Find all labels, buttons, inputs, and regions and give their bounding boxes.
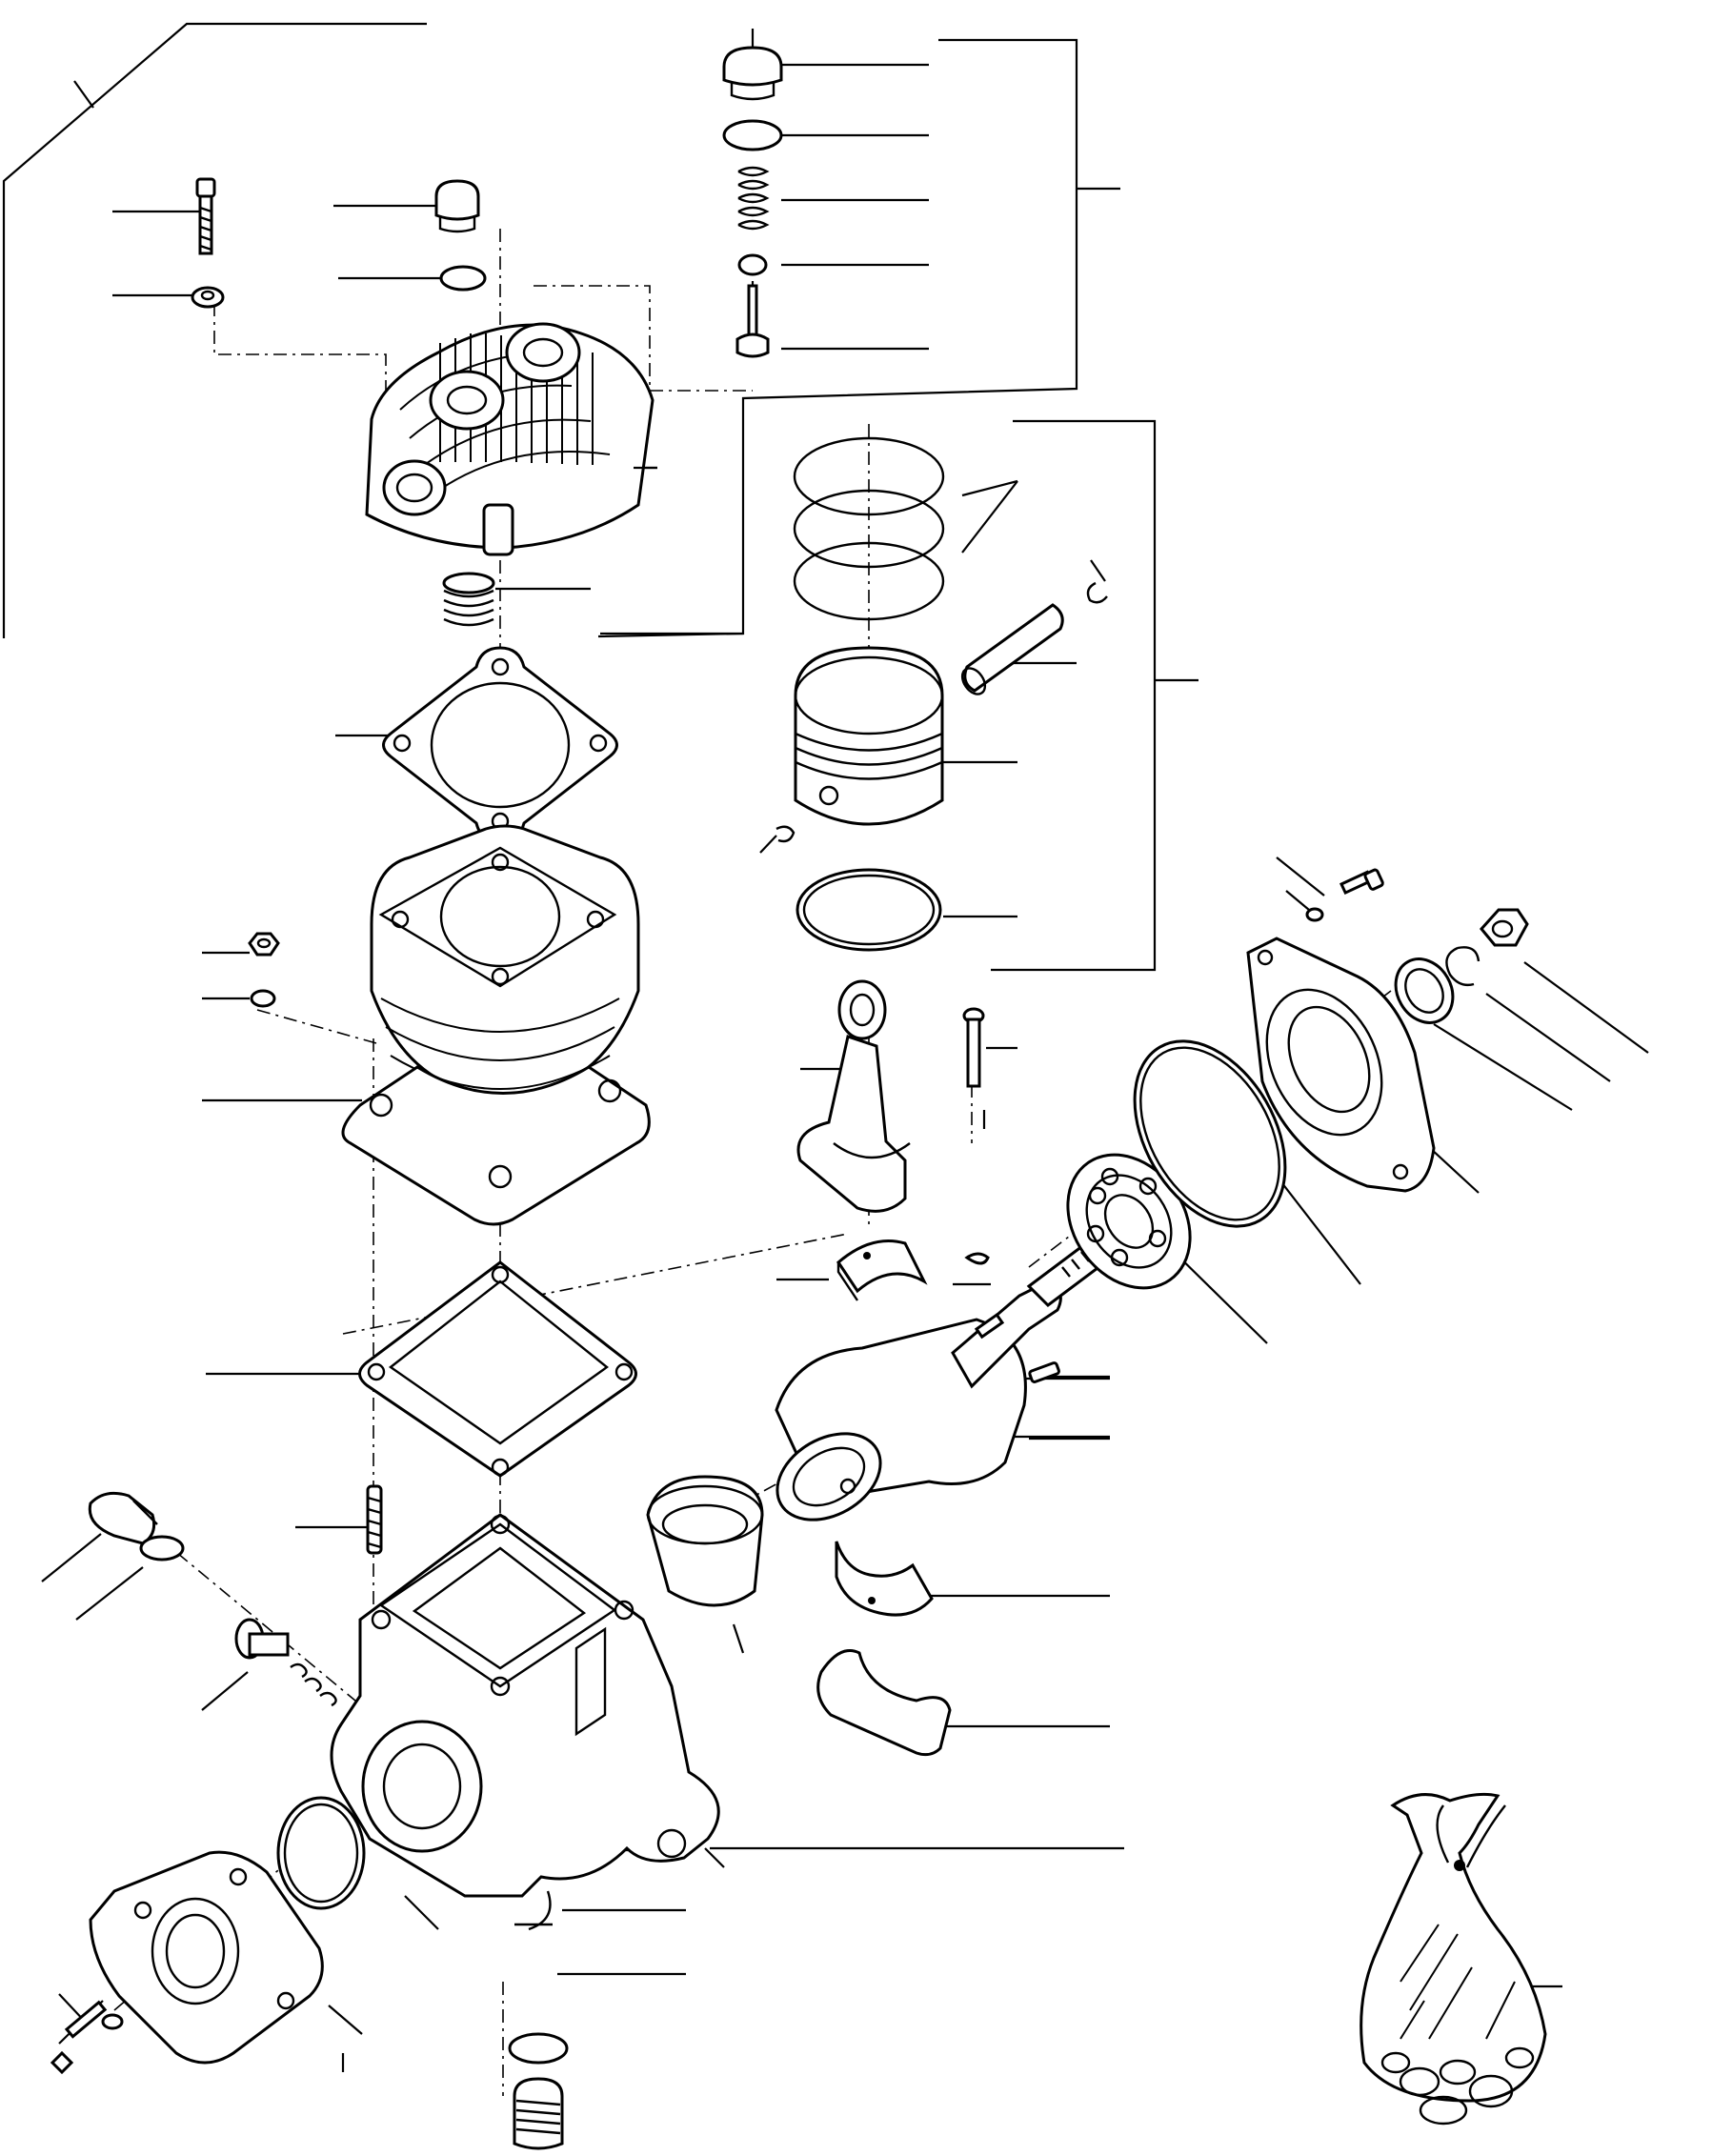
valve-assembly-bracket	[597, 38, 1120, 638]
rod-cap	[816, 1649, 952, 1757]
shaft-nut	[1480, 908, 1529, 947]
rear-cover	[89, 1850, 324, 2065]
side-plug	[88, 1491, 158, 1545]
cylinder	[341, 824, 651, 1226]
oil-seal	[1394, 957, 1455, 1024]
head-plug-gasket	[439, 265, 487, 292]
valve-seat	[737, 253, 768, 276]
valve	[735, 284, 770, 358]
cylinder-head	[365, 322, 657, 556]
connecting-rod	[796, 979, 911, 1213]
ball-bearing	[1066, 1153, 1192, 1290]
piston	[794, 646, 944, 826]
wrist-pin	[960, 603, 1064, 695]
side-plug-seal	[139, 1535, 185, 1562]
valve-cap	[722, 46, 783, 101]
banjo-fitting	[234, 1618, 337, 1707]
drain-plug-seal	[508, 2032, 569, 2065]
crankcase	[330, 1513, 720, 1931]
rear-o-ring	[276, 1796, 366, 1910]
front-o-ring	[1133, 1039, 1287, 1228]
rod-bearing-upper	[836, 1239, 928, 1301]
top-assembly-bracket	[2, 22, 427, 638]
stud	[366, 1484, 383, 1555]
valve-spring	[737, 166, 770, 231]
rod-bearing-lower	[835, 1541, 934, 1617]
base-gasket	[358, 1260, 637, 1478]
drain-plug	[513, 2077, 564, 2150]
head-washer	[191, 286, 225, 309]
rod-bolt	[962, 1007, 985, 1088]
head-gasket	[382, 646, 618, 844]
cover-screw-front	[1305, 868, 1384, 922]
oil-ring	[796, 868, 942, 952]
gasket-kit-bag	[1360, 1792, 1547, 2126]
intake-spring	[442, 572, 495, 627]
crankshaft	[775, 1241, 1107, 1521]
snap-ring	[775, 581, 1108, 843]
cylinder-nut	[248, 932, 280, 957]
woodruff-key	[964, 1252, 990, 1265]
valve-cap-seal	[722, 119, 783, 151]
bushing-sleeve	[646, 1475, 764, 1607]
cylinder-washer	[250, 989, 276, 1008]
head-bolt	[195, 177, 216, 255]
crank-screw	[1028, 1361, 1060, 1383]
cover-screw	[50, 2000, 124, 2075]
front-cover	[1246, 937, 1436, 1193]
retaining-ring	[1445, 946, 1480, 987]
piston-rings	[793, 436, 945, 621]
head-plug	[434, 179, 480, 233]
piston-assembly-bracket	[991, 419, 1198, 972]
